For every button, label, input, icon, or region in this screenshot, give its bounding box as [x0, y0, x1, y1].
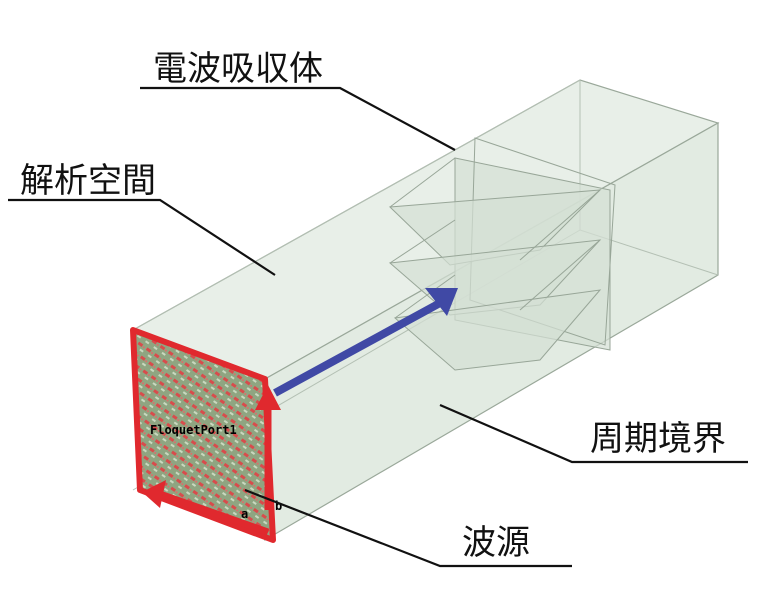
- propagation-arrow: [273, 288, 458, 397]
- leader-absorber: [140, 86, 456, 151]
- floquet-port-face: [130, 327, 276, 543]
- leader-periodic-boundary: [439, 403, 748, 464]
- label-absorber: 電波吸収体: [153, 49, 323, 89]
- port-axis-b-label: b: [275, 499, 282, 513]
- leader-lines: [8, 86, 748, 568]
- label-wave-source: 波源: [462, 523, 530, 563]
- label-periodic-boundary: 周期境界: [590, 419, 726, 459]
- port-axis-a-label: a: [241, 507, 248, 521]
- leader-wave-source: [244, 488, 572, 568]
- box-back-edges: [132, 79, 581, 491]
- label-analysis-space: 解析空間: [20, 161, 156, 201]
- port-name-label: FloquetPort1: [150, 423, 237, 437]
- port-axis-arrows: [142, 385, 281, 536]
- leader-analysis-space: [8, 198, 276, 276]
